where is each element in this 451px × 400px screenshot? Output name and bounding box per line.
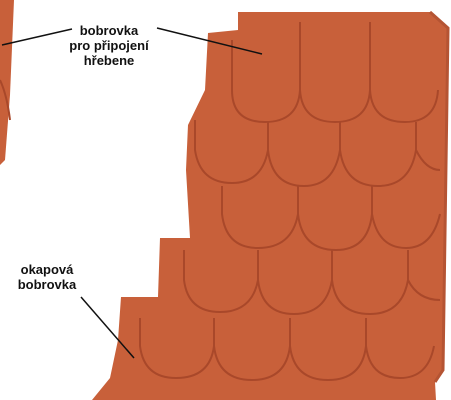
ridge-tile-label-line-2: pro připojení bbox=[53, 38, 165, 53]
ridge-tile-label-line-3: hřebene bbox=[53, 53, 165, 68]
eave-tile-label-line-1: okapová bbox=[2, 262, 92, 277]
eave-tile-label: okapová bobrovka bbox=[2, 262, 92, 292]
tile-field bbox=[92, 12, 448, 400]
ridge-tile-label-line-1: bobrovka bbox=[53, 23, 165, 38]
roof-outline bbox=[92, 12, 448, 400]
ridge-tile-label: bobrovka pro připojení hřebene bbox=[53, 23, 165, 68]
eave-tile-label-line-2: bobrovka bbox=[2, 277, 92, 292]
